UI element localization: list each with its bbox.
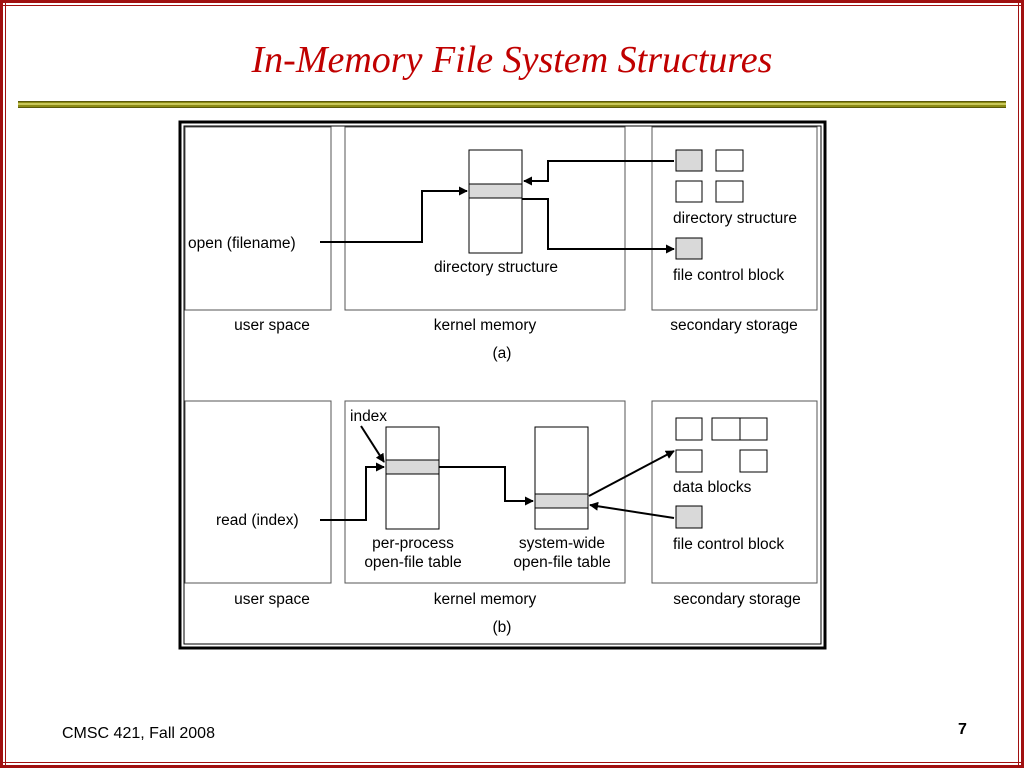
a-open-call-label: open (filename)	[188, 235, 296, 252]
b-index-label: index	[350, 408, 387, 425]
a-storage-directory-label: directory structure	[673, 210, 797, 227]
a-storage-block	[715, 149, 744, 172]
b-kernel-memory-label: kernel memory	[434, 591, 537, 608]
a-fcb-block	[675, 237, 703, 260]
b-fcb-block	[675, 505, 703, 529]
b-data-block	[675, 417, 703, 441]
a-storage-block	[715, 180, 744, 203]
a-storage-fcb-label: file control block	[673, 267, 784, 284]
a-arrow-directory-to-fcb	[522, 198, 675, 254]
title-rule	[18, 101, 1006, 108]
b-data-block	[739, 449, 768, 473]
b-system-wide-entry	[534, 493, 589, 509]
frame-top	[0, 0, 1024, 3]
b-per-process-entry	[385, 459, 440, 475]
b-secondary-storage-label: secondary storage	[673, 591, 801, 608]
a-caption: (a)	[493, 345, 512, 362]
a-kernel-memory-label: kernel memory	[434, 317, 537, 334]
a-user-space-box	[184, 126, 332, 311]
a-arrow-open-to-directory	[320, 186, 468, 243]
b-user-space-label: user space	[234, 591, 310, 608]
a-kernel-directory-label: directory structure	[434, 259, 558, 276]
diagram-inner-border	[183, 125, 822, 645]
b-data-block	[675, 449, 703, 473]
b-system-wide-table	[534, 426, 589, 530]
a-directory-table	[468, 149, 523, 254]
a-arrow-storage-to-directory	[523, 160, 674, 186]
b-data-blocks-label: data blocks	[673, 479, 752, 496]
b-user-space-box	[184, 400, 332, 584]
b-arrow-per-process-to-system-wide	[439, 466, 534, 506]
b-system-wide-label: system-wide	[519, 535, 605, 552]
a-storage-block-filled	[675, 149, 703, 172]
frame-right	[1021, 0, 1024, 768]
b-system-wide-label-2: open-file table	[513, 554, 610, 571]
a-directory-entry	[468, 183, 523, 199]
frame-bottom-inner	[0, 762, 1024, 763]
b-arrow-system-wide-to-data	[588, 450, 675, 497]
b-arrow-fcb-to-system-wide	[589, 501, 675, 519]
frame-right-inner	[1018, 0, 1019, 768]
b-arrow-index-pointer	[360, 425, 385, 463]
frame-bottom	[0, 765, 1024, 768]
b-data-block	[739, 417, 768, 441]
b-arrow-read-to-per-process	[320, 462, 385, 521]
a-kernel-memory-box	[344, 126, 626, 311]
b-per-process-label: per-process	[372, 535, 454, 552]
frame-left	[0, 0, 3, 768]
b-per-process-label-2: open-file table	[364, 554, 461, 571]
page-number: 7	[958, 721, 967, 738]
b-read-call-label: read (index)	[216, 512, 299, 529]
b-per-process-table	[385, 426, 440, 530]
frame-top-inner	[0, 5, 1024, 6]
b-data-block	[711, 417, 741, 441]
b-kernel-memory-box	[344, 400, 626, 584]
footer-course: CMSC 421, Fall 2008	[62, 725, 215, 742]
b-secondary-storage-box	[651, 400, 818, 584]
a-secondary-storage-box	[651, 126, 818, 311]
a-user-space-label: user space	[234, 317, 310, 334]
a-storage-block	[675, 180, 703, 203]
b-storage-fcb-label: file control block	[673, 536, 784, 553]
b-caption: (b)	[493, 619, 512, 636]
slide-title: In-Memory File System Structures	[251, 39, 773, 81]
frame-left-inner	[5, 0, 6, 768]
a-secondary-storage-label: secondary storage	[670, 317, 798, 334]
